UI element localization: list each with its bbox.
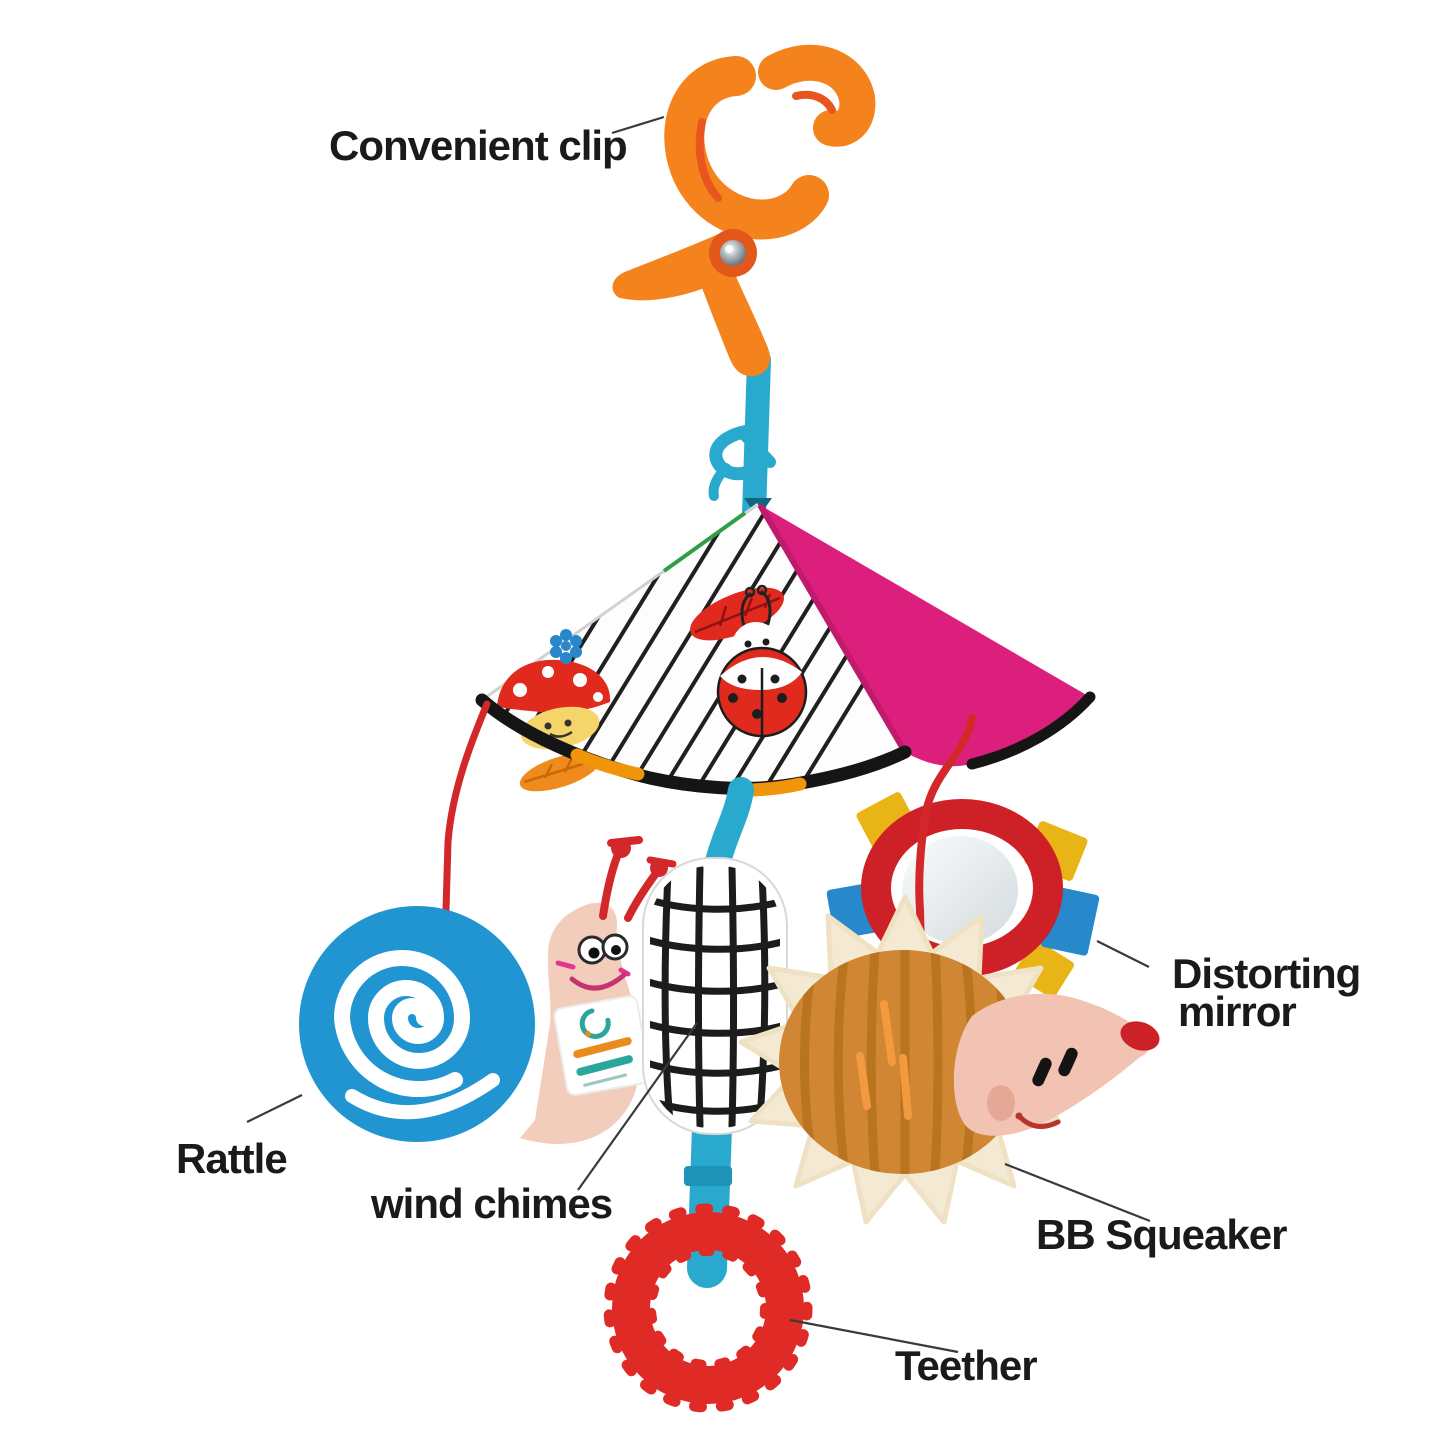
clip-left-jaw	[664, 56, 829, 240]
snail-cheek	[618, 967, 631, 977]
label-wind-chimes: wind chimes	[371, 1180, 613, 1227]
snail-blush	[555, 960, 576, 970]
teether-ring	[603, 1203, 813, 1413]
canopy-print-flower	[550, 629, 582, 664]
strap-knot-cross	[736, 426, 776, 468]
snail-shell-spiral	[333, 950, 500, 1120]
hedgehog-eye-left	[1032, 1057, 1052, 1087]
leader-bb-squeaker	[1004, 1162, 1151, 1223]
clip-rivet-highlight	[725, 245, 733, 253]
distorting-mirror	[826, 792, 1100, 999]
hedgehog-ear	[987, 1085, 1015, 1121]
wind-chime-grid	[650, 866, 780, 1128]
label-teether: Teether	[895, 1342, 1038, 1389]
leader-distorting-mirror	[1096, 940, 1150, 968]
canopy-fold	[757, 503, 908, 754]
teether-inner-nubs	[646, 1246, 770, 1370]
teether-outer-nubs	[603, 1203, 813, 1413]
antenna-tip-left	[611, 838, 631, 858]
hedgehog-mouth	[1017, 1114, 1061, 1129]
label-convenient-clip: Convenient clip	[329, 122, 628, 169]
clip-right-handle	[694, 243, 770, 377]
label-distorting-mirror-line2: mirror	[1178, 988, 1297, 1035]
cord-left	[442, 700, 491, 914]
hedgehog-squeaker	[738, 894, 1160, 1225]
clip-rivet	[720, 240, 746, 266]
label-bb-squeaker: BB Squeaker	[1036, 1211, 1287, 1258]
canopy-trim	[475, 691, 1096, 795]
canopy-green-piping	[662, 511, 747, 573]
antenna-tip-right	[650, 859, 668, 877]
strap-top	[742, 348, 771, 527]
mirror-glass	[902, 836, 1018, 944]
canopy-side-panel	[760, 505, 1090, 767]
leader-lines	[246, 115, 1151, 1354]
hedgehog-nose	[1120, 1021, 1160, 1051]
hedgehog-streaks	[856, 1000, 912, 1120]
wind-chime	[642, 857, 788, 1135]
snail-rattle	[299, 902, 651, 1144]
hedgehog-mouth-curl	[1015, 1112, 1023, 1120]
hanging-clip	[612, 44, 876, 377]
hanging-strap	[708, 348, 776, 527]
hedgehog-face	[953, 993, 1151, 1136]
label-rattle: Rattle	[176, 1135, 288, 1182]
canopy-print-ladybug	[716, 584, 808, 738]
leader-teether	[789, 1318, 959, 1354]
canopy	[475, 498, 1096, 797]
strap-canopy-to-chime	[705, 777, 754, 875]
snail-smile	[569, 972, 627, 991]
hedgehog-eye-right	[1058, 1047, 1078, 1077]
clip-inner-accent-left	[695, 118, 722, 202]
strap-knot-tail	[708, 463, 731, 501]
leader-wind-chimes	[577, 1022, 698, 1191]
clip-right-hook	[758, 44, 876, 147]
label-distorting-mirror-line1: Distorting	[1172, 950, 1361, 997]
strap-fold	[684, 1166, 732, 1186]
leader-convenient-clip	[611, 115, 665, 135]
label-distorting-mirror: Distorting mirror	[1172, 950, 1361, 1035]
leader-rattle	[246, 1094, 303, 1123]
clip-body	[612, 44, 876, 377]
snail-face	[555, 933, 631, 991]
clip-inner-accent-right	[792, 90, 836, 114]
brand-tag	[553, 995, 651, 1096]
teether-band	[612, 1212, 804, 1404]
hanging-cords	[442, 700, 491, 914]
cord-right	[915, 714, 976, 954]
canopy-print-red-leaf	[690, 587, 784, 641]
